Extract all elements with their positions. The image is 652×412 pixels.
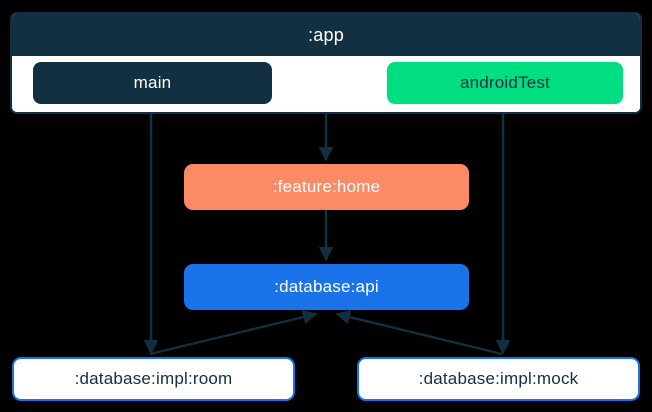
node-database-impl-mock[interactable]: :database:impl:mock [357,357,640,401]
node-feature-home[interactable]: :feature:home [184,164,469,210]
edge-database-impl-room-to-database-api [149,310,318,356]
cluster-app-body: main androidTest [12,56,640,112]
edge-database-impl-mock-to-database-api [335,310,503,356]
cluster-app-title: :app [12,14,640,56]
cluster-app[interactable]: :app main androidTest [10,12,642,114]
node-main[interactable]: main [33,62,272,104]
node-database-impl-room[interactable]: :database:impl:room [12,357,295,401]
node-android-test[interactable]: androidTest [387,62,623,104]
node-database-api[interactable]: :database:api [184,264,469,310]
